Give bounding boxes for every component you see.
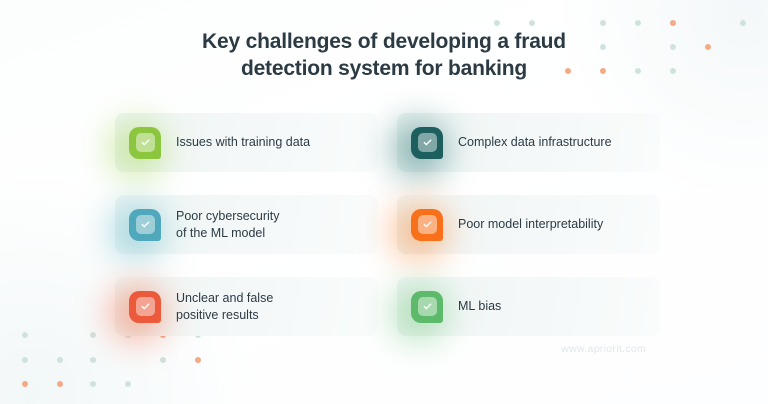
challenge-card: Poor model interpretability [391,195,660,259]
decorative-dot [57,381,63,387]
page-title-line-1: Key challenges of developing a fraud [202,30,566,53]
check-icon [411,208,443,241]
decorative-dot [90,357,96,363]
card-label: Issues with training data [176,135,311,149]
page-title: Key challenges of developing a fraud det… [0,28,768,82]
card-label: Complex data infrastructure [458,135,612,149]
decorative-dot [670,20,676,26]
decorative-dot [22,357,28,363]
decorative-dot [740,20,746,26]
challenge-card: ML bias [391,277,660,341]
check-icon [129,290,161,323]
card-icon [411,208,443,241]
card-label: Poor model interpretability [458,217,604,231]
decorative-dot [529,20,535,26]
check-icon [129,126,161,159]
decorative-dot [90,332,96,338]
check-icon [129,208,161,241]
challenge-card: Unclear and false positive results [109,277,378,341]
decorative-dot [494,20,500,26]
check-glyph [135,297,155,316]
decorative-dot [22,381,28,387]
check-glyph [417,133,437,152]
decorative-dot [600,20,606,26]
decorative-dot [125,381,131,387]
check-glyph [135,215,155,234]
check-icon [411,126,443,159]
challenge-card: Poor cybersecurity of the ML model [109,195,378,259]
decorative-dot [22,332,28,338]
card-icon [411,290,443,323]
decorative-dot [635,20,641,26]
check-glyph [135,133,155,152]
card-icon [129,290,161,323]
page-title-line-2: detection system for banking [240,57,528,80]
card-label: Poor cybersecurity of the ML model [176,208,280,240]
card-icon [129,126,161,159]
check-glyph [417,297,437,316]
challenge-card: Complex data infrastructure [391,113,660,177]
card-label: ML bias [458,299,502,313]
card-label: Unclear and false positive results [176,290,274,322]
card-icon [129,208,161,241]
decorative-dot [195,357,201,363]
challenge-card: Issues with training data [109,113,378,177]
decorative-dot [90,381,96,387]
site-watermark: www.apriorit.com [561,343,646,355]
decorative-dot [57,357,63,363]
check-glyph [417,215,437,234]
card-icon [411,126,443,159]
check-icon [411,290,443,323]
challenge-card-grid: Issues with training data Complex data in… [109,113,660,341]
decorative-dot [160,357,166,363]
